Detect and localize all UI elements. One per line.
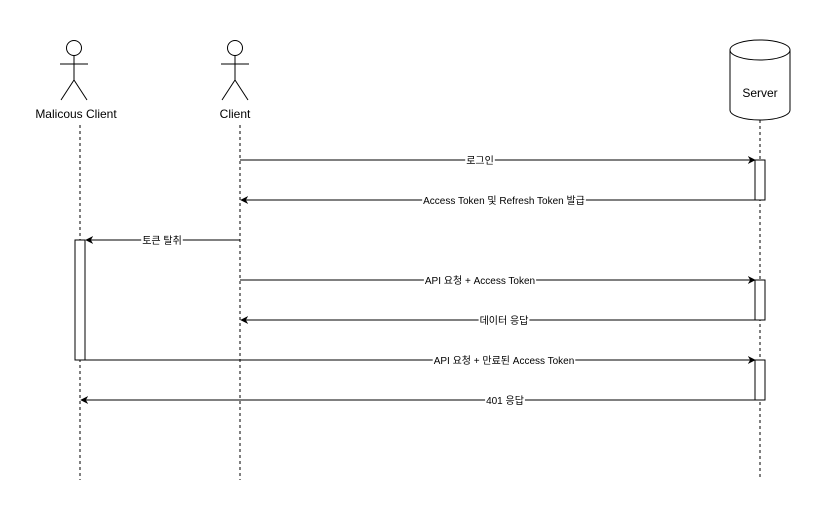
activation-server-1: [754, 159, 766, 201]
stick-figure-icon: [60, 40, 88, 101]
participant-label-server: Server: [742, 86, 777, 100]
message-label-bg: [432, 355, 576, 367]
message-label: API 요청 + 만료된 Access Token: [434, 355, 575, 367]
participant-client[interactable]: Client: [220, 40, 251, 122]
stick-figure-icon: [221, 40, 249, 101]
message-label-bg: [478, 315, 530, 327]
message-label-bg: [485, 395, 525, 407]
message-label: API 요청 + Access Token: [425, 275, 535, 287]
message-label: 로그인: [466, 155, 494, 167]
participant-malicious-client[interactable]: Malicous Client: [35, 40, 117, 122]
message-label-bg: [465, 155, 495, 167]
participant-label-malicious: Malicous Client: [35, 107, 117, 121]
message-label: 데이터 응답: [480, 315, 529, 327]
message-api-request[interactable]: API 요청 + Access Token: [240, 275, 756, 287]
message-label-bg: [423, 275, 537, 287]
message-expired-token-request[interactable]: API 요청 + 만료된 Access Token: [80, 355, 756, 367]
participant-label-client: Client: [220, 107, 251, 121]
activation-malicious: [74, 239, 86, 361]
message-data-response[interactable]: 데이터 응답: [240, 315, 755, 327]
message-401-response[interactable]: 401 응답: [80, 395, 755, 407]
message-token-theft[interactable]: 토큰 탈취: [85, 234, 240, 247]
message-label-bg: [141, 234, 183, 247]
message-label: 토큰 탈취: [142, 234, 182, 247]
message-login[interactable]: 로그인: [240, 155, 756, 167]
message-label: Access Token 및 Refresh Token 발급: [423, 195, 585, 207]
activation-server-3: [754, 359, 766, 401]
message-label-bg: [422, 195, 586, 207]
message-label: 401 응답: [486, 395, 524, 407]
database-top-rim: [729, 49, 791, 61]
message-token-issue[interactable]: Access Token 및 Refresh Token 발급: [240, 195, 755, 207]
database-icon: [729, 39, 791, 121]
participant-server[interactable]: Server: [729, 39, 791, 121]
activation-server-2: [754, 279, 766, 321]
